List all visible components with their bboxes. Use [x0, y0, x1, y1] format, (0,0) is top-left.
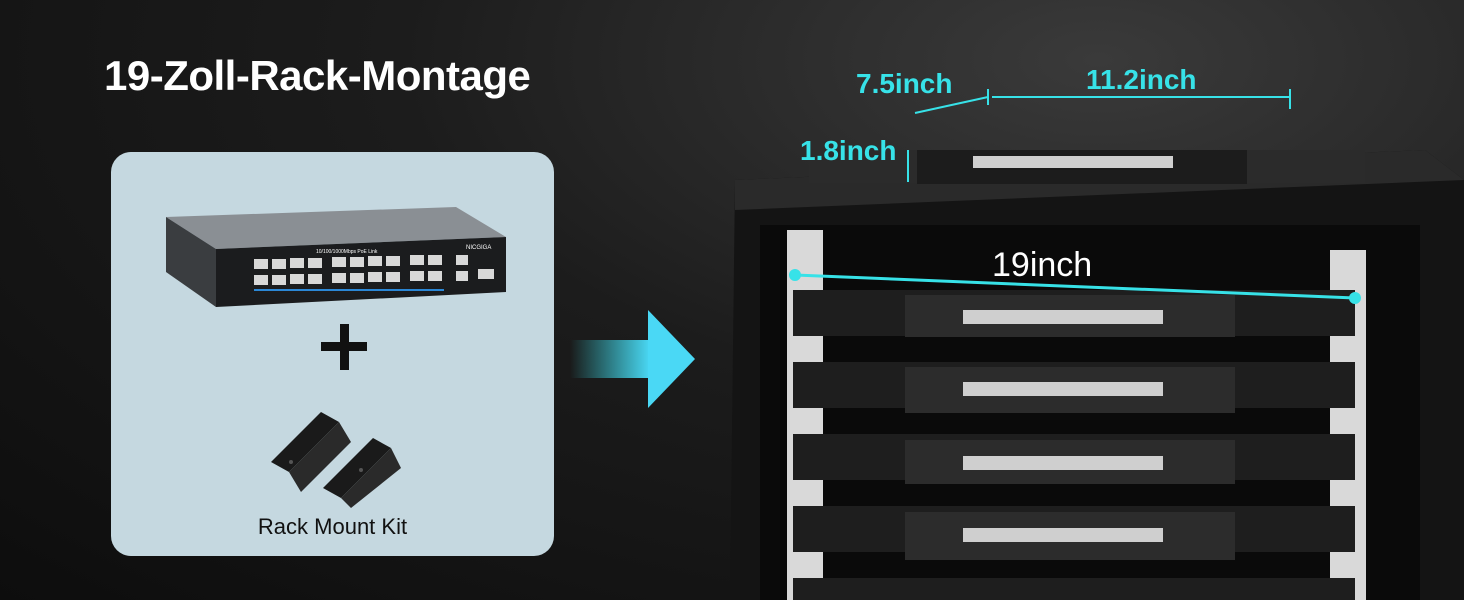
- rack-width-label: 19inch: [992, 246, 1093, 284]
- switch-brand-text: NICGIGA: [466, 245, 491, 251]
- product-kit-card: NICGIGA 10/100/1000Mbps PoE Link Rack Mo…: [111, 152, 554, 556]
- rack-bracket-image: [271, 412, 401, 508]
- switch-model-text: 10/100/1000Mbps PoE Link: [316, 249, 378, 255]
- width-dimension-label: 11.2inch: [1086, 64, 1197, 95]
- network-switch-image: NICGIGA 10/100/1000Mbps PoE Link: [166, 207, 506, 307]
- rack-mount-kit-label: Rack Mount Kit: [257, 514, 408, 539]
- arrow-right-icon: [570, 310, 695, 408]
- height-dimension-label: 1.8inch: [800, 135, 897, 166]
- server-rack-image: [730, 150, 1464, 600]
- plus-icon: [319, 322, 369, 372]
- depth-dimension-label: 7.5inch: [856, 68, 953, 99]
- page-title: 19-Zoll-Rack-Montage: [104, 52, 531, 99]
- dimension-lines: [914, 89, 1291, 114]
